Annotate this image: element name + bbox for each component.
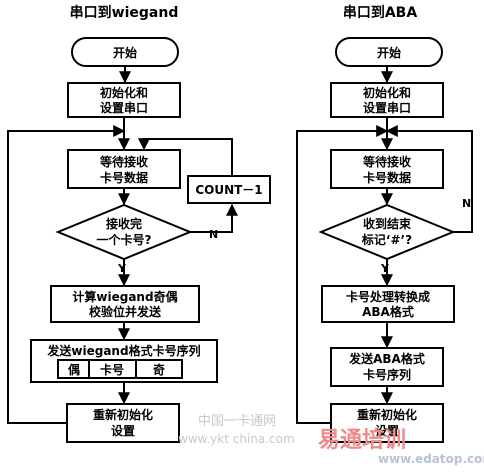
watermark-site: www.edatop.com: [378, 452, 484, 466]
left-init-box: [67, 82, 181, 118]
right-wait-line1: 等待接收: [362, 154, 411, 169]
left-init-line1: 初始化和: [100, 85, 148, 100]
left-seq-card: 卡号: [100, 362, 124, 377]
left-seq-odd: 奇: [153, 362, 165, 377]
right-no-loop-arrow: [385, 125, 473, 233]
right-init-box: [330, 82, 444, 118]
right-no-label: N: [462, 197, 471, 210]
right-reinit-line2: 设置: [375, 423, 399, 438]
left-yes-label: Y: [117, 262, 127, 275]
right-process-line1: 卡号处理转换成: [346, 289, 430, 304]
left-title: 串口到wiegand: [70, 4, 179, 21]
left-calc-line2: 校验位并发送: [89, 304, 162, 319]
right-process-line2: ABA格式: [362, 304, 414, 319]
left-calc-line1: 计算wiegand奇偶: [72, 289, 177, 304]
right-init-line2: 设置串口: [363, 100, 411, 115]
right-send-line1: 发送ABA格式: [348, 351, 425, 366]
left-send-label: 发送wiegand格式卡号序列: [46, 343, 200, 358]
right-wait-box: [330, 149, 444, 189]
left-decision-diamond: [55, 203, 193, 261]
right-decision-diamond: [318, 203, 456, 261]
right-start-label: 开始: [377, 45, 401, 60]
left-reinit-line2: 设置: [111, 423, 135, 438]
left-no-arrow: [190, 203, 238, 233]
right-start-terminal: [335, 37, 443, 67]
right-title: 串口到ABA: [343, 4, 418, 21]
left-decision-line1: 接收完: [106, 216, 142, 231]
left-wait-line1: 等待接收: [99, 154, 148, 169]
watermark-brand: 易通培训: [318, 427, 406, 453]
right-reinit-box: [330, 403, 444, 443]
watermark-cn: 中国一卡通网: [198, 414, 276, 429]
right-reinit-line1: 重新初始化: [357, 407, 417, 422]
left-start-label: 开始: [113, 45, 137, 60]
left-count-label: COUNT－1: [195, 183, 262, 197]
right-wait-line2: 卡号数据: [363, 170, 411, 185]
left-seq-even: 偶: [68, 362, 80, 377]
right-outer-loop-arrow: [296, 125, 389, 424]
right-yes-label: Y: [380, 262, 390, 275]
left-outer-loop-arrow: [7, 125, 126, 424]
left-wait-line2: 卡号数据: [100, 170, 148, 185]
left-reinit-line1: 重新初始化: [93, 407, 153, 422]
right-decision-line2: 标记‘#’?: [361, 232, 412, 247]
left-count-box: [187, 175, 271, 204]
right-send-line2: 卡号序列: [363, 367, 411, 382]
left-init-line2: 设置串口: [100, 100, 148, 115]
left-decision-line2: 一个卡号?: [97, 232, 152, 247]
right-send-box: [330, 347, 444, 387]
right-decision-line1: 收到结束: [363, 216, 412, 231]
left-count-loop-arrow: [138, 138, 233, 176]
watermark-url: www.ykt china.com: [178, 432, 295, 446]
left-no-label: N: [209, 228, 218, 241]
right-init-line1: 初始化和: [363, 85, 411, 100]
